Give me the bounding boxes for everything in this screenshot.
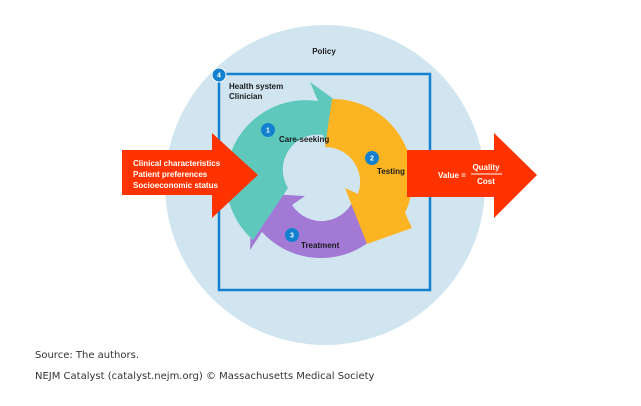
copyright-credit: NEJM Catalyst (catalyst.nejm.org) © Mass… [35, 371, 375, 382]
svg-text:3: 3 [290, 233, 294, 240]
care-seeking-badge: 1 [261, 123, 275, 137]
input-factors-arrow [122, 133, 258, 218]
svg-text:4: 4 [217, 73, 221, 80]
svg-text:1: 1 [266, 128, 270, 135]
box-label-health-system: Health system [229, 82, 283, 91]
input-socioeconomic-status: Socioeconomic status [133, 181, 218, 190]
treatment-badge: 3 [285, 228, 299, 242]
care-seeking-label: Care-seeking [279, 135, 329, 144]
testing-label: Testing [377, 167, 405, 176]
input-clinical-characteristics: Clinical characteristics [133, 159, 221, 168]
policy-circle [165, 25, 485, 345]
care-seeking-arrow [226, 82, 357, 240]
testing-badge: 2 [365, 151, 379, 165]
input-patient-preferences: Patient preferences [133, 170, 208, 179]
testing-arrow [325, 98, 413, 244]
policy-label: Policy [312, 47, 336, 56]
source-note: Source: The authors. [35, 350, 140, 361]
value-output-arrow [407, 133, 537, 218]
treatment-label: Treatment [301, 241, 340, 250]
value-denominator-cost: Cost [477, 177, 495, 186]
value-numerator-quality: Quality [472, 163, 500, 172]
box-label-clinician: Clinician [229, 92, 262, 101]
svg-text:2: 2 [370, 156, 374, 163]
box-number-badge: 4 [211, 67, 227, 83]
value-equals-label: Value = [438, 171, 466, 180]
